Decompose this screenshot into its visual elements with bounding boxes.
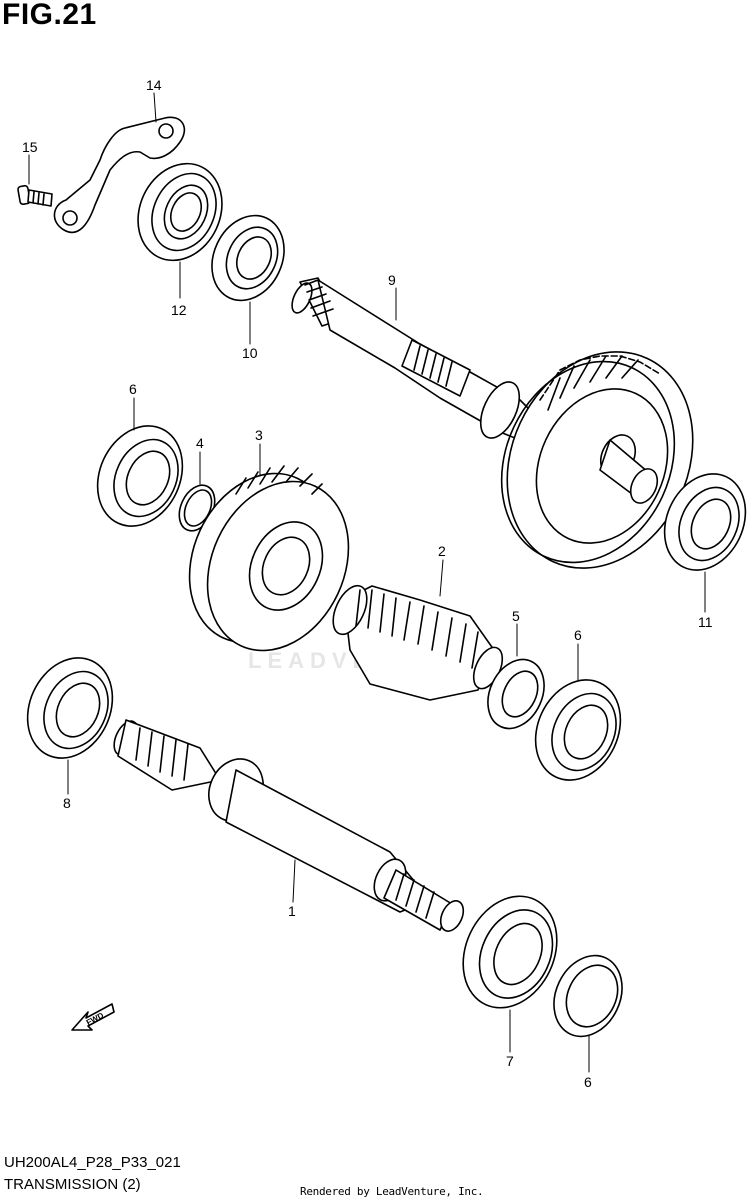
- callout-6-upper[interactable]: 6: [129, 381, 137, 397]
- callout-9[interactable]: 8: [63, 795, 71, 811]
- fwd-arrow-icon: [71, 1003, 115, 1031]
- screw-15[interactable]: [17, 184, 53, 207]
- bearing-6-lower[interactable]: [520, 666, 636, 794]
- callout-15[interactable]: 15: [22, 139, 38, 155]
- callout-10[interactable]: 9: [388, 272, 396, 288]
- callout-12[interactable]: 11: [698, 614, 713, 630]
- callout-8[interactable]: 7: [506, 1053, 514, 1069]
- shaft-gear-10[interactable]: [288, 277, 727, 599]
- callout-7[interactable]: 6: [584, 1074, 592, 1090]
- callout-6-lower[interactable]: 6: [574, 627, 582, 643]
- gear-2[interactable]: [326, 581, 508, 701]
- bearing-13[interactable]: [123, 150, 238, 274]
- callout-labels: 14 15 12 10 9 6 4 3 2 5 6 11 8 1 7 6: [22, 77, 713, 1090]
- callout-4[interactable]: 4: [196, 435, 204, 451]
- bearing-11[interactable]: [199, 204, 298, 312]
- gear-3[interactable]: [163, 450, 375, 673]
- shaft-1[interactable]: [109, 717, 467, 934]
- render-credit: Rendered by LeadVenture, Inc.: [300, 1185, 484, 1198]
- figure-code: UH200AL4_P28_P33_021: [4, 1154, 181, 1171]
- figure-title: FIG.21: [2, 0, 97, 31]
- callout-13[interactable]: 12: [171, 302, 187, 318]
- callout-14[interactable]: 14: [146, 77, 162, 93]
- seal-7[interactable]: [541, 944, 635, 1047]
- washer-5[interactable]: [477, 650, 555, 737]
- callout-5[interactable]: 5: [512, 608, 520, 624]
- callout-2[interactable]: 2: [438, 543, 446, 559]
- callout-11[interactable]: 10: [242, 345, 258, 361]
- bearing-9[interactable]: [12, 644, 128, 772]
- figure-name: TRANSMISSION (2): [4, 1176, 141, 1193]
- bearing-12[interactable]: [649, 461, 750, 584]
- callout-3[interactable]: 3: [255, 427, 263, 443]
- callout-1[interactable]: 1: [288, 903, 296, 919]
- bracket-14[interactable]: [53, 116, 186, 234]
- bearing-8[interactable]: [446, 881, 575, 1023]
- bearing-6-upper[interactable]: [82, 412, 198, 540]
